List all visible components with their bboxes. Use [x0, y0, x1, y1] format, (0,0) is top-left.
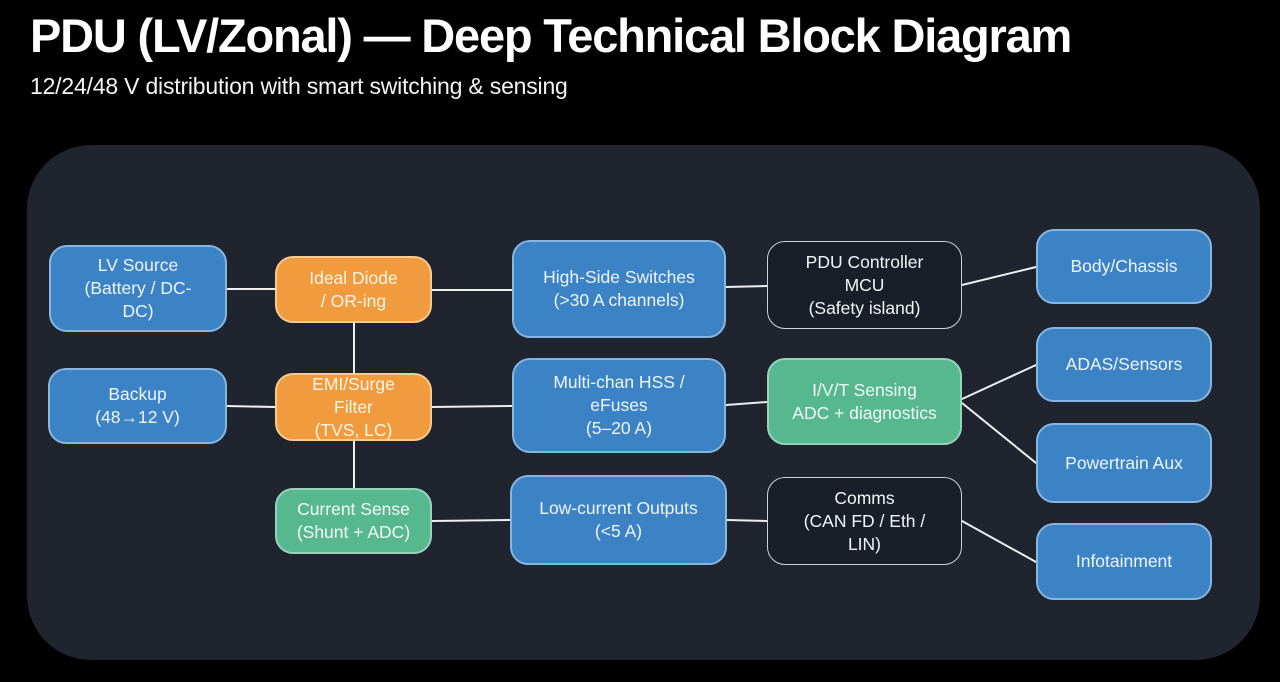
node-label: Body/Chassis [1070, 256, 1178, 276]
node-high-side-switches: High-Side Switches (>30 A channels) [512, 240, 726, 338]
node-label: ADAS/Sensors [1065, 354, 1183, 374]
diagram-connectors [226, 266, 1037, 563]
node-label: Infotainment [1075, 551, 1173, 571]
edge-emi-surge-filter-multi-chan-hss [431, 405, 513, 408]
page-subtitle: 12/24/48 V distribution with smart switc… [30, 73, 568, 100]
node-label: Ideal Diode / OR-ing [309, 267, 398, 311]
node-label: Powertrain Aux [1065, 452, 1183, 473]
node-label: Comms (CAN FD / Eth / LIN) [803, 487, 926, 554]
node-backup: Backup (48→12 V) [48, 368, 227, 444]
node-label: PDU Controller MCU (Safety island) [805, 251, 924, 318]
node-lv-source: LV Source (Battery / DC- DC) [49, 245, 227, 332]
edge-multi-chan-hss-ivt-sensing [725, 401, 768, 406]
edge-high-side-switches-pdu-controller-mcu [725, 285, 768, 288]
node-label: LV Source (Battery / DC- DC) [84, 255, 192, 321]
header: PDU (LV/Zonal) — Deep Technical Block Di… [30, 8, 1250, 100]
node-pdu-controller-mcu: PDU Controller MCU (Safety island) [767, 241, 962, 329]
node-ivt-sensing: I/V/T Sensing ADC + diagnostics [767, 358, 962, 445]
node-label: Low-current Outputs (<5 A) [539, 498, 698, 541]
node-label: I/V/T Sensing ADC + diagnostics [792, 379, 937, 423]
node-label: Multi-chan HSS / eFuses (5–20 A) [553, 372, 685, 438]
node-ideal-diode: Ideal Diode / OR-ing [275, 256, 432, 323]
page-title: PDU (LV/Zonal) — Deep Technical Block Di… [30, 9, 1072, 62]
diagram-panel: LV Source (Battery / DC- DC) Backup (48→… [27, 145, 1260, 660]
node-label: EMI/Surge Filter (TVS, LC) [312, 373, 395, 440]
edge-pdu-controller-mcu-body-chassis [961, 266, 1037, 286]
node-low-current-outputs: Low-current Outputs (<5 A) [510, 475, 727, 565]
edge-comms-infotainment [961, 520, 1037, 563]
node-comms: Comms (CAN FD / Eth / LIN) [767, 477, 962, 565]
node-multi-chan-hss: Multi-chan HSS / eFuses (5–20 A) [512, 358, 726, 453]
node-adas-sensors: ADAS/Sensors [1036, 327, 1212, 402]
node-powertrain-aux: Powertrain Aux [1036, 423, 1212, 503]
edge-low-current-outputs-comms [726, 519, 768, 522]
node-body-chassis: Body/Chassis [1036, 229, 1212, 304]
node-label: High-Side Switches (>30 A channels) [543, 267, 695, 310]
node-label: Backup (48→12 V) [95, 384, 180, 427]
edge-backup-emi-surge-filter [226, 405, 276, 408]
edge-current-sense-low-current-outputs [431, 519, 511, 522]
node-emi-surge-filter: EMI/Surge Filter (TVS, LC) [275, 373, 432, 441]
node-label: Current Sense (Shunt + ADC) [296, 499, 411, 542]
edge-ivt-sensing-powertrain-aux [961, 402, 1037, 464]
edge-ivt-sensing-adas-sensors [961, 364, 1037, 400]
node-current-sense: Current Sense (Shunt + ADC) [275, 488, 432, 554]
node-infotainment: Infotainment [1036, 523, 1212, 600]
